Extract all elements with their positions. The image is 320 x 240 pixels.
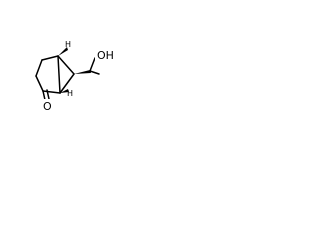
bond-c4-o-2 [46,89,50,100]
bond-c5-c6 [59,73,75,94]
bridgehead-h-bottom-label: H [67,89,73,98]
bond-c2-c3 [35,59,43,77]
bond-c4-c5 [42,90,61,94]
carbonyl-oxygen-label: O [43,100,52,113]
bond-c3-c4 [35,75,44,92]
bond-c1-h-wedge [58,47,68,56]
molecule-structure: O OH H H [35,40,114,113]
carbonyl-oxygen-bg [42,99,51,111]
bond-c4-o-1 [42,90,46,101]
acid-oh-bg [95,48,113,60]
bond-c7-oh [89,70,100,75]
bond-c1-c5 [57,55,61,94]
structure-canvas: O OH H H [0,0,152,152]
acid-oh-label: OH [97,49,114,62]
bridgehead-h-top-label: H [65,40,71,49]
bond-c7-o-acid [89,57,96,72]
bond-c1-c6 [57,55,75,75]
bond-c6-c7-wedge [74,70,91,74]
bond-c1-c2 [41,55,59,61]
bond-c5-h-wedge [60,89,69,93]
